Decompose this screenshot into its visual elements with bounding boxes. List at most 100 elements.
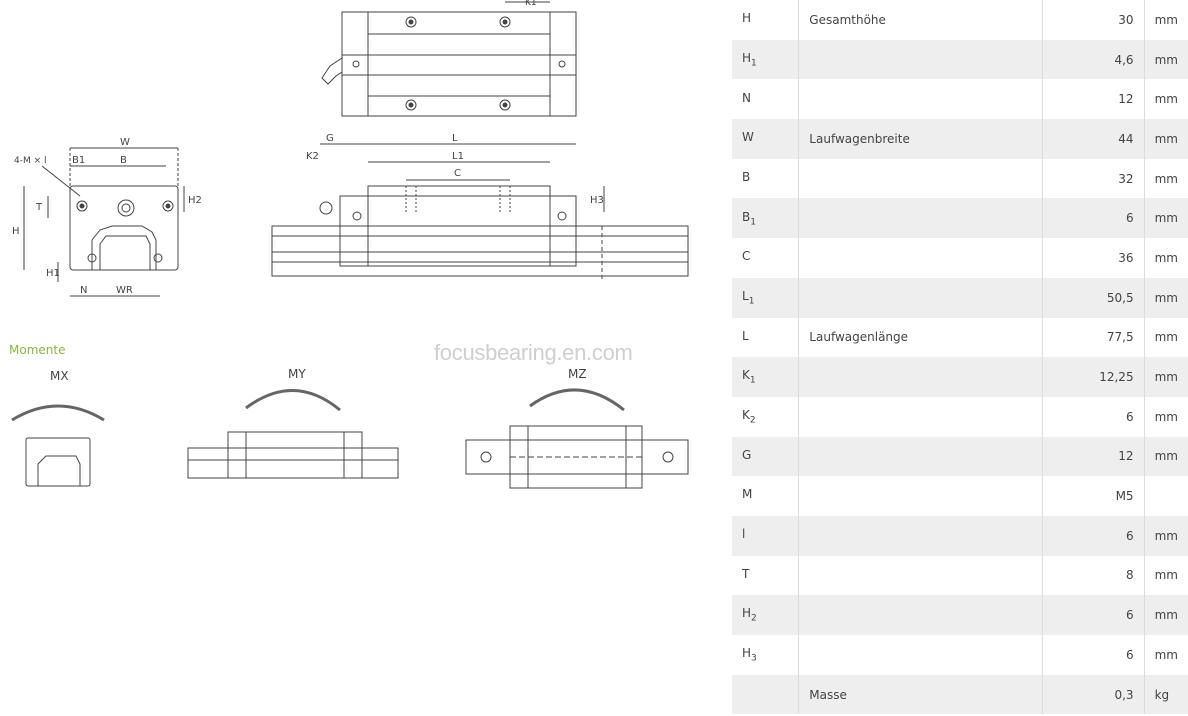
h-label: H (12, 226, 20, 237)
spec-unit: mm (1154, 290, 1178, 305)
spec-symbol: l (732, 515, 800, 556)
k2-label: K2 (306, 151, 319, 162)
spec-symbol: B (732, 158, 800, 199)
spec-symbol: K2 (732, 396, 800, 437)
l1-label: L1 (452, 151, 464, 162)
spec-symbol-subscript: 1 (751, 58, 757, 69)
spec-description (798, 635, 1043, 675)
spec-symbol-letter: M (742, 487, 753, 502)
spec-symbol: C (732, 238, 800, 278)
spec-description (798, 238, 1043, 278)
t-label: T (35, 202, 43, 213)
spec-description (798, 396, 1043, 437)
c-label: C (454, 168, 461, 179)
n-label: N (80, 285, 87, 296)
spec-row: C 36 mm (732, 238, 1188, 278)
spec-value: 44 (1042, 119, 1145, 159)
spec-description (798, 595, 1043, 635)
spec-value: 6 (1042, 198, 1145, 239)
spec-description (798, 555, 1043, 596)
spec-symbol-letter: l (742, 527, 746, 542)
spec-description (798, 277, 1043, 318)
spec-description (798, 198, 1043, 239)
spec-value: 6 (1042, 635, 1145, 675)
spec-unit: mm (1154, 330, 1178, 345)
spec-symbol: N (732, 79, 800, 120)
spec-symbol-subscript: 1 (748, 296, 755, 307)
spec-unit: kg (1154, 687, 1170, 702)
spec-value: 6 (1042, 396, 1145, 437)
spec-unit: mm (1154, 409, 1178, 424)
spec-symbol-letter: H (742, 606, 752, 621)
spec-row: K2 6 mm (732, 396, 1188, 437)
spec-value: M5 (1042, 476, 1145, 516)
l-label: L (452, 133, 458, 144)
spec-description: Gesamthöhe (798, 0, 1043, 40)
spec-description (798, 158, 1043, 199)
spec-unit: mm (1154, 250, 1178, 265)
mx-label: MX (50, 369, 69, 383)
spec-symbol: H3 (732, 635, 800, 675)
spec-unit: mm (1154, 52, 1178, 67)
spec-symbol: G (732, 436, 800, 477)
spec-description (798, 436, 1043, 477)
bore-label: 4-M × l (14, 156, 47, 166)
spec-symbol-letter: K (742, 408, 750, 423)
front-view: W B1 B 4-M × l H T H2 H1 N WR (12, 137, 202, 297)
spec-symbol: M (732, 476, 800, 516)
moment-mz: MZ (465, 367, 689, 489)
spec-unit: mm (1154, 12, 1178, 27)
wr-label: WR (116, 285, 133, 296)
spec-row: G 12 mm (732, 436, 1188, 477)
spec-symbol-letter: H (742, 11, 752, 26)
spec-symbol: K1 (732, 357, 800, 397)
spec-unit: mm (1154, 449, 1178, 464)
k1-label: K1 (525, 0, 537, 8)
side-view: L G L1 K2 C H3 (271, 133, 689, 280)
h1-label: H1 (46, 268, 60, 279)
momente-heading: Momente (9, 343, 66, 357)
spec-symbol-subscript: 3 (751, 653, 757, 664)
spec-symbol: L (732, 317, 800, 358)
spec-symbol-subscript: 2 (749, 415, 756, 426)
spec-value: 0,3 (1042, 674, 1145, 715)
spec-symbol-letter: H (742, 50, 752, 65)
spec-value: 36 (1042, 238, 1145, 278)
my-label: MY (288, 367, 306, 381)
technical-drawing: K1 W B1 B 4-M × l H T H2 H1 N WR (9, 0, 689, 489)
spec-symbol: H2 (732, 595, 800, 635)
spec-symbol-letter: L (742, 328, 749, 343)
spec-symbol-letter: L (742, 288, 749, 303)
spec-description: Laufwagenlänge (798, 317, 1043, 358)
spec-description: Masse (798, 674, 1043, 715)
drawing-svg: K1 W B1 B 4-M × l H T H2 H1 N WR (11, 0, 689, 489)
spec-symbol-letter: N (742, 90, 751, 105)
spec-unit: mm (1154, 647, 1178, 662)
spec-symbol: W (732, 119, 800, 159)
spec-symbol-subscript: 1 (750, 216, 756, 227)
spec-value: 6 (1042, 515, 1145, 556)
spec-value: 12 (1042, 79, 1145, 120)
spec-symbol-letter: G (742, 447, 752, 462)
spec-value: 12 (1042, 436, 1145, 477)
spec-value: 4,6 (1042, 39, 1145, 80)
spec-symbol: T (732, 555, 800, 596)
spec-value: 8 (1042, 555, 1145, 596)
spec-row: H1 4,6 mm (732, 39, 1188, 80)
spec-symbol: H1 (732, 39, 800, 80)
spec-symbol-letter: H (742, 646, 752, 661)
spec-unit: mm (1154, 211, 1178, 226)
spec-symbol (732, 674, 800, 715)
spec-symbol-letter: W (742, 130, 754, 145)
spec-symbol-letter: B (742, 169, 751, 184)
